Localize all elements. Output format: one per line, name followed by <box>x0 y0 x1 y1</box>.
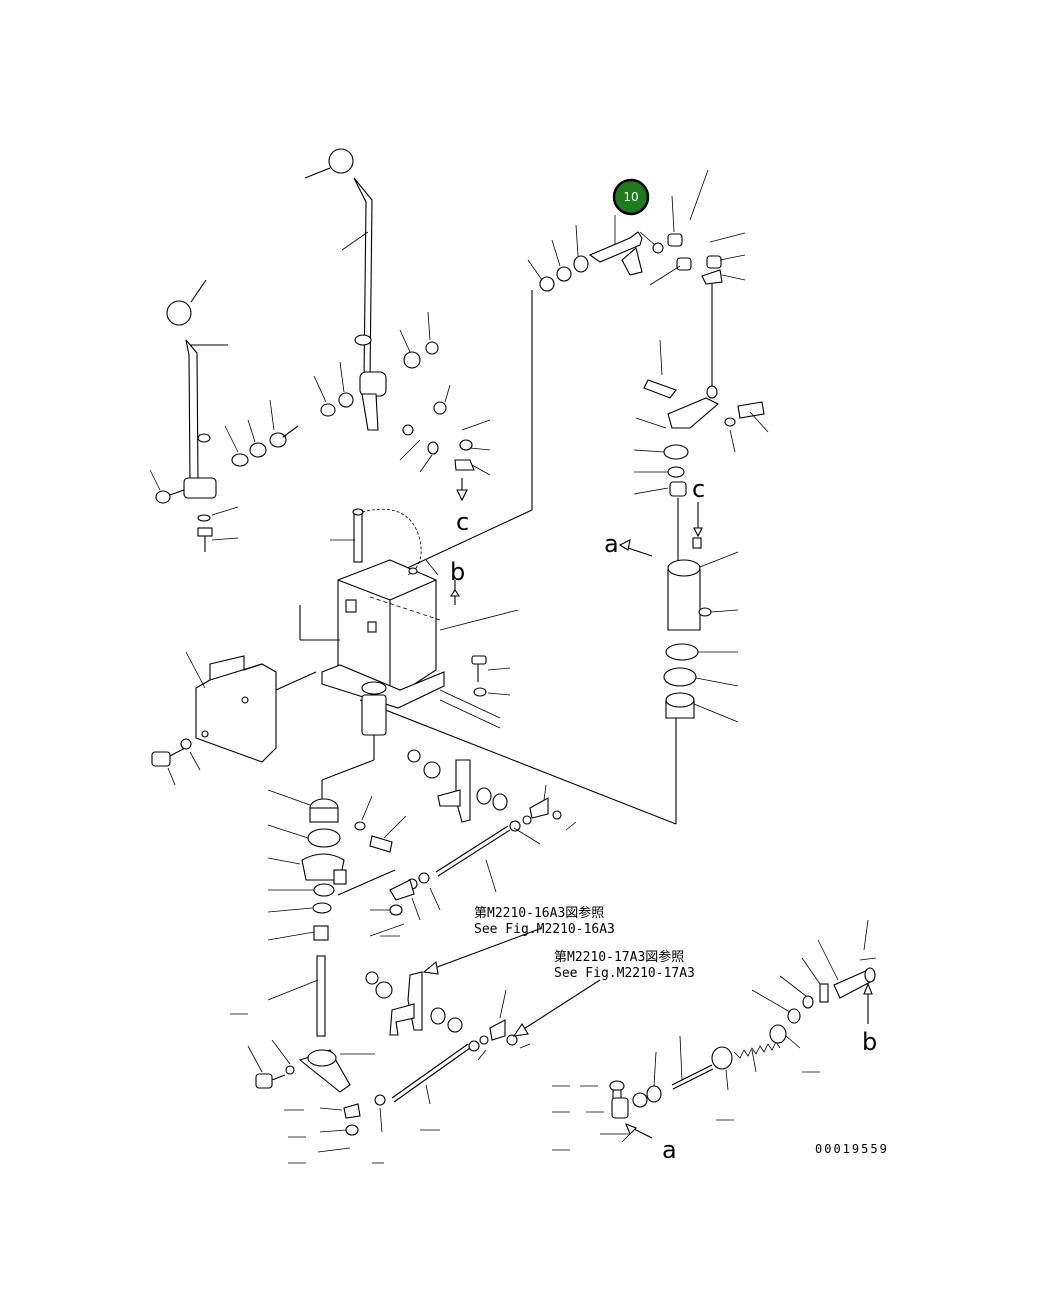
bottom-right-linkage[interactable] <box>552 919 877 1151</box>
ref-letter-c-top: c <box>692 475 705 503</box>
ref-letter-b-right: b <box>862 1028 877 1056</box>
drawing-number: 00019559 <box>815 1142 889 1156</box>
top-right-shaft-assembly[interactable] <box>359 169 746 591</box>
reference-2-jp: 第M2210-17A3図参照 <box>554 949 684 965</box>
left-bracket[interactable] <box>151 651 317 786</box>
lower-left-shaft-stack[interactable] <box>230 735 407 1093</box>
ref-letter-c-left: c <box>456 508 469 536</box>
figure-references: 第M2210-16A3図参照 See Fig.M2210-16A3 第M2210… <box>474 905 695 981</box>
center-shift-lever[interactable] <box>304 148 491 502</box>
reference-arrows <box>422 580 601 1037</box>
reference-2-en: See Fig.M2210-17A3 <box>554 966 695 981</box>
callout-badge-10[interactable]: 10 <box>612 178 650 216</box>
center-lower-linkage[interactable] <box>337 749 577 937</box>
ref-letter-a-bottom: a <box>662 1136 677 1164</box>
callout-circle <box>612 178 650 216</box>
right-vertical-assembly[interactable] <box>359 339 769 825</box>
left-shift-lever[interactable] <box>149 279 299 552</box>
reference-1-jp: 第M2210-16A3図参照 <box>474 905 604 921</box>
lower-center-linkage[interactable] <box>284 971 531 1164</box>
callout-number: 10 <box>623 190 638 204</box>
reference-1-en: See Fig.M2210-16A3 <box>474 922 615 937</box>
control-box[interactable] <box>299 508 519 736</box>
label-letters: a c c b b a <box>450 475 877 1164</box>
ref-letter-a-top: a <box>604 530 619 558</box>
ref-letter-b-mid: b <box>450 558 465 586</box>
